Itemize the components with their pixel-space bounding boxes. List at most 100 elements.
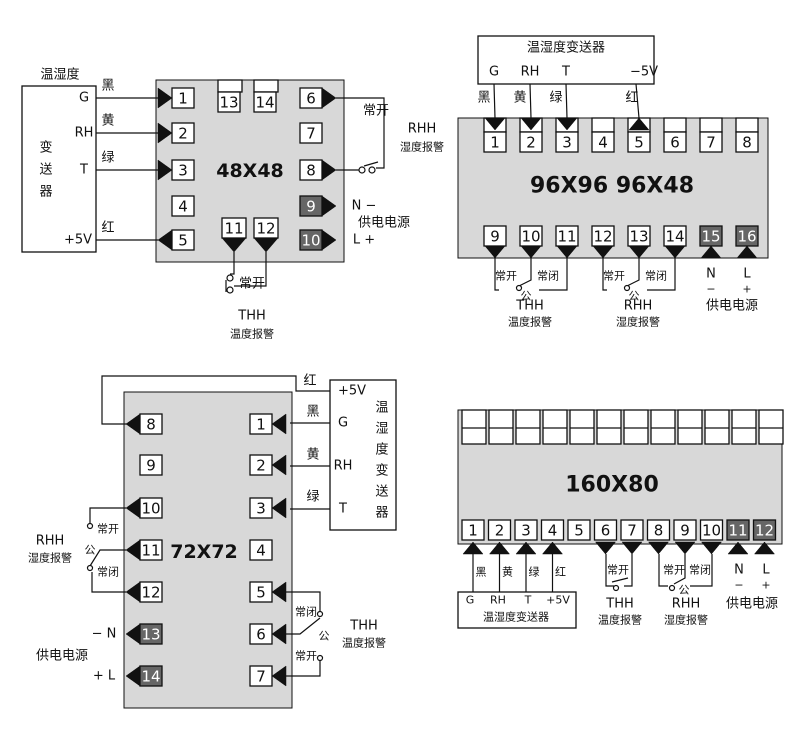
terminal-box — [555, 131, 579, 153]
terminal-tab — [699, 117, 723, 133]
terminal-box — [217, 91, 241, 113]
relay-wire — [690, 554, 713, 587]
relay-contact — [363, 161, 379, 167]
wire-color: 黄 — [502, 565, 513, 579]
terminal-tab — [217, 79, 243, 93]
diagram-72x72: 72X72温湿度变送器+5VGRHT红黑黄绿891011121314123456… — [28, 373, 397, 709]
no-label: 常开 — [363, 104, 389, 119]
terminal-number: 2 — [256, 457, 266, 475]
no-label: 常开 — [97, 523, 119, 536]
terminal-arrow — [271, 413, 287, 435]
terminal-number: 6 — [306, 90, 316, 108]
wire-color: 黄 — [306, 448, 319, 463]
terminal-number: 10 — [702, 522, 721, 540]
terminal-number: 6 — [670, 134, 680, 152]
wire-color: 黄 — [101, 114, 114, 129]
terminal-box — [139, 497, 163, 519]
sensor-pin: +5V — [338, 384, 366, 399]
relay-wire — [89, 549, 126, 567]
power-label: 供电电源 — [36, 649, 88, 664]
terminal-number: 1 — [490, 134, 500, 152]
wire — [101, 375, 330, 425]
sensor-box — [329, 379, 397, 531]
sensor-pin: G — [466, 594, 475, 607]
contact-dot — [316, 654, 324, 662]
terminal-box — [627, 131, 651, 153]
top-tab — [542, 409, 568, 445]
terminal-number: 8 — [146, 416, 156, 434]
terminal-arrow — [221, 237, 247, 253]
relay-wire — [518, 258, 532, 287]
terminal-box — [171, 159, 195, 181]
n-label: N — [734, 563, 744, 578]
sensor-pin: T — [524, 594, 532, 607]
terminal-number: 14 — [141, 668, 160, 686]
terminal-number: 6 — [601, 522, 611, 540]
terminal-tab — [735, 117, 759, 133]
sensor-char: 变 — [39, 140, 52, 156]
power-label: 供电电源 — [358, 216, 410, 231]
relay-wire — [91, 572, 126, 593]
terminal-number: 13 — [219, 94, 238, 112]
terminal-number: 4 — [548, 522, 558, 540]
sensor-title: 温湿度 — [40, 67, 79, 83]
terminal-arrow — [321, 195, 337, 217]
terminal-number: 3 — [521, 522, 531, 540]
terminal-box — [461, 519, 485, 541]
terminal-arrow — [321, 159, 337, 181]
terminal-number: 16 — [737, 228, 756, 246]
top-tab — [515, 409, 541, 445]
sensor-char: 温 — [375, 401, 388, 416]
terminal-box — [299, 122, 323, 144]
rhh-desc: 湿度报警 — [616, 315, 660, 329]
top-tab — [758, 409, 784, 445]
terminal-number: 13 — [141, 626, 160, 644]
terminal-box — [483, 131, 507, 153]
sensor-char: 湿 — [375, 422, 388, 437]
terminal-box — [735, 131, 759, 153]
relay-wire — [286, 660, 321, 677]
thh-desc: 温度报警 — [342, 636, 386, 650]
rhh-desc: 湿度报警 — [400, 140, 444, 154]
relay-wire — [234, 252, 267, 287]
top-tab — [677, 409, 703, 445]
terminal-box — [663, 131, 687, 153]
top-tab — [731, 409, 757, 445]
terminal-box — [699, 131, 723, 153]
terminal-box — [171, 87, 195, 109]
wire-color: 黑 — [101, 79, 114, 94]
top-tab — [488, 409, 514, 445]
relay-wire — [89, 507, 126, 524]
top-tab — [569, 409, 595, 445]
relay-wire — [658, 554, 668, 587]
terminal-box — [139, 623, 163, 645]
wire-color: 绿 — [101, 151, 114, 166]
thh-desc: 温度报警 — [508, 315, 552, 329]
rhh-code: RHH — [36, 534, 65, 549]
wire-color: 黑 — [477, 91, 490, 106]
wire-color: 红 — [625, 90, 638, 106]
n-label: − N — [92, 627, 117, 642]
sensor-char: 送 — [39, 163, 52, 178]
terminal-box — [519, 131, 543, 153]
relay-wire — [336, 97, 385, 169]
terminal-number: 15 — [701, 228, 720, 246]
terminal-box — [249, 539, 273, 561]
no-label: 常开 — [495, 270, 517, 283]
model-label: 96X96 96X48 — [530, 174, 694, 199]
contact-dot — [226, 286, 234, 294]
contact-dot — [368, 166, 376, 174]
sensor-pin: RH — [490, 594, 506, 607]
thh-code: THH — [237, 309, 266, 324]
no-label: 常开 — [239, 277, 265, 292]
model-label: 160X80 — [565, 473, 659, 498]
terminal-arrow — [621, 541, 643, 555]
minus-sign: − — [734, 579, 743, 592]
terminal-number: 8 — [306, 162, 316, 180]
contact-dot — [358, 166, 366, 174]
terminal-box — [139, 539, 163, 561]
terminal-box — [593, 519, 618, 541]
thh-desc: 温度报警 — [598, 613, 642, 627]
sensor-box — [21, 85, 97, 253]
relay-wire — [539, 258, 568, 291]
